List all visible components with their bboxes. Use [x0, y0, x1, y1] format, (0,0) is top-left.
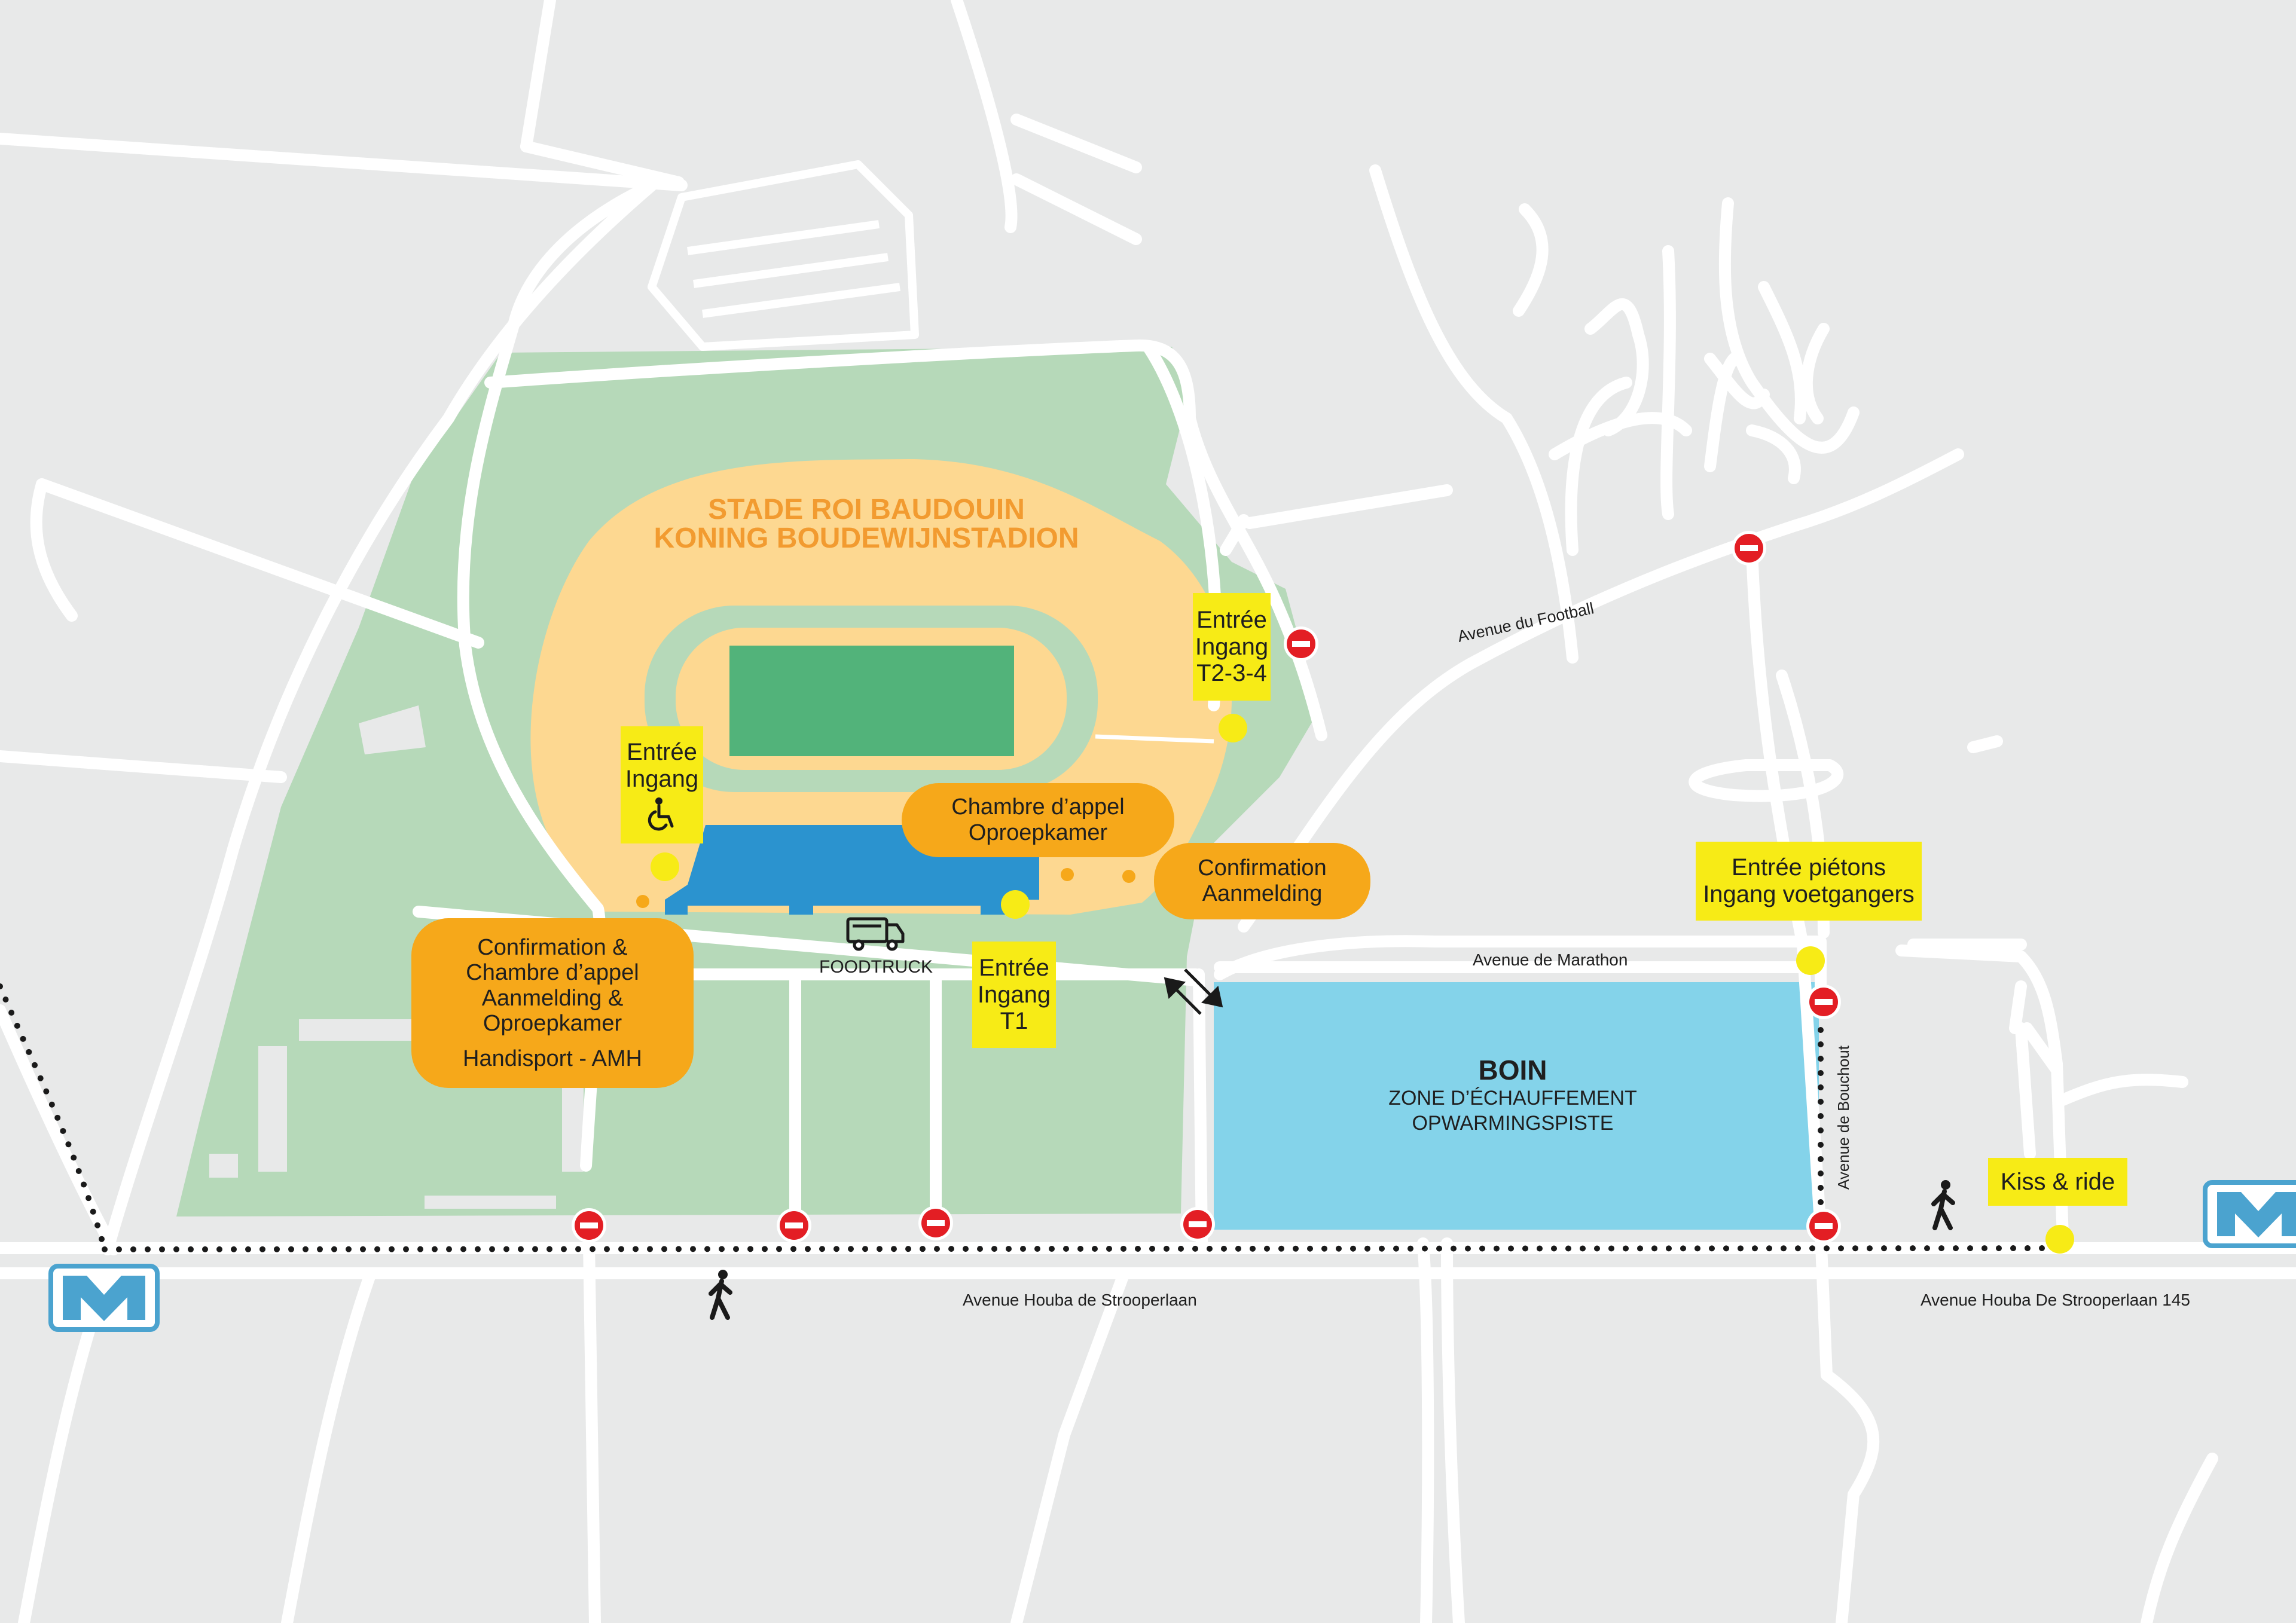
wheelchair-icon [648, 797, 674, 831]
confirmation-line-1: Confirmation [1198, 855, 1327, 881]
warmup-line-2: OPWARMINGSPISTE [1412, 1112, 1614, 1135]
access-point-icon[interactable] [2045, 1225, 2074, 1254]
street-avenue-houba-145: Avenue Houba De Strooperlaan 145 [1921, 1291, 2190, 1309]
access-point-icon[interactable] [1796, 946, 1825, 975]
entrance-t1-line-2: Ingang [977, 981, 1051, 1008]
entrance-accessible-line-1: Entrée [627, 739, 697, 766]
football-pitch [729, 646, 1014, 756]
entrance-accessible-label[interactable]: Entrée Ingang [621, 726, 703, 843]
metro-M-icon[interactable] [2203, 1180, 2296, 1248]
entrance-t1-line-3: T1 [1000, 1008, 1028, 1035]
access-point-icon[interactable] [1219, 714, 1247, 742]
pedestrian-icon [1934, 1180, 1953, 1228]
confirmation-call-room-line-3: Aanmelding & [481, 985, 624, 1011]
no-entry-icon [1806, 1209, 1841, 1243]
entrance-pedestrians-label[interactable]: Entrée piétons Ingang voetgangers [1696, 842, 1922, 921]
call-room-line-1: Chambre d’appel [951, 794, 1125, 820]
access-point-icon [1122, 870, 1135, 883]
access-point-icon [636, 895, 649, 908]
street-avenue-houba: Avenue Houba de Strooperlaan [963, 1291, 1197, 1309]
parking-lot [648, 160, 919, 351]
warmup-title: BOIN [1479, 1055, 1547, 1086]
stadium-name-fr: STADE ROI BAUDOUIN [708, 494, 1025, 525]
kiss-ride-label[interactable]: Kiss & ride [1988, 1158, 2127, 1206]
warmup-line-1: ZONE D’ÉCHAUFFEMENT [1388, 1087, 1637, 1109]
pedestrian-route [0, 983, 2063, 1252]
entrance-pedestrians-line-1: Entrée piétons [1732, 854, 1886, 881]
warmup-zone [1214, 982, 1819, 1230]
stadium-name-nl: KONING BOUDEWIJNSTADION [654, 522, 1079, 554]
entrance-t1-line-1: Entrée [979, 954, 1049, 981]
outbuildings [209, 705, 584, 1209]
two-way-arrows-icon [1164, 968, 1223, 1015]
kiss-ride-text: Kiss & ride [2000, 1168, 2115, 1195]
no-entry-icon [1180, 1207, 1215, 1242]
foodtruck-label: FOODTRUCK [819, 957, 933, 977]
no-entry-icon [918, 1206, 953, 1240]
handisport-line: Handisport - AMH [463, 1046, 642, 1071]
no-entry-icon [1732, 531, 1766, 566]
entrance-t234-line-3: T2-3-4 [1196, 660, 1267, 687]
confirmation-call-room-line-1: Confirmation & [477, 934, 628, 960]
access-point-icon[interactable] [651, 852, 679, 881]
entrance-t234-line-2: Ingang [1195, 633, 1269, 660]
entrance-t234-label[interactable]: Entrée Ingang T2-3-4 [1193, 593, 1271, 701]
entrance-accessible-line-2: Ingang [625, 766, 699, 792]
access-point-icon[interactable] [1001, 890, 1030, 919]
call-room-label[interactable]: Chambre d’appel Oproepkamer [902, 783, 1174, 857]
street-avenue-de-bouchout: Avenue de Bouchout [1834, 1045, 1852, 1190]
access-point-icon [1061, 868, 1074, 881]
foodtruck-icon [846, 917, 905, 951]
confirmation-call-room-line-4: Oproepkamer [483, 1011, 622, 1037]
no-entry-icon [572, 1208, 606, 1243]
confirmation-call-room-line-2: Chambre d’appel [466, 960, 639, 986]
entrance-t1-label[interactable]: Entrée Ingang T1 [972, 942, 1056, 1048]
confirmation-call-room-handisport-label[interactable]: Confirmation & Chambre d’appel Aanmeldin… [411, 918, 694, 1088]
entrance-t234-line-1: Entrée [1196, 606, 1267, 633]
no-entry-icon [1284, 626, 1318, 661]
confirmation-label[interactable]: Confirmation Aanmelding [1154, 843, 1370, 919]
metro-M-icon[interactable] [48, 1264, 160, 1332]
no-entry-icon [777, 1208, 811, 1243]
no-entry-icon [1806, 985, 1841, 1019]
call-room-line-2: Oproepkamer [968, 820, 1108, 845]
entrance-pedestrians-line-2: Ingang voetgangers [1703, 881, 1915, 907]
confirmation-line-2: Aanmelding [1202, 881, 1323, 906]
street-avenue-de-marathon: Avenue de Marathon [1473, 950, 1628, 969]
